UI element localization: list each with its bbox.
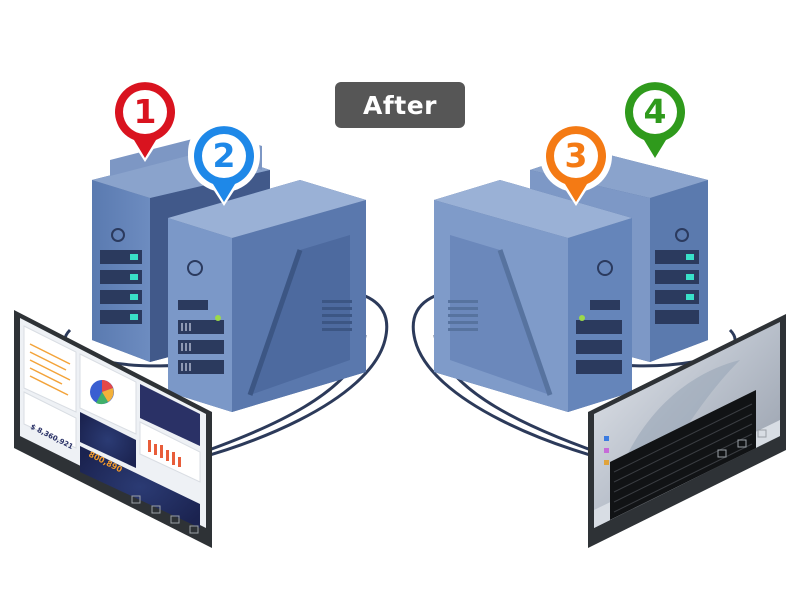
marker-pin-1 [109, 72, 181, 162]
left-monitor [14, 310, 212, 548]
marker-label-1: 1 [133, 91, 157, 131]
server-2 [168, 180, 366, 412]
marker-label-4: 4 [643, 91, 667, 131]
right-monitor [588, 314, 786, 548]
marker-label-2: 2 [212, 135, 236, 175]
marker-pin-2 [188, 116, 260, 206]
marker-pin-3 [540, 116, 612, 206]
virtual-keyboard [610, 390, 756, 520]
server-3 [434, 180, 632, 412]
title-badge: After [335, 82, 465, 128]
marker-label-3: 3 [564, 135, 588, 175]
marker-pin-4 [619, 72, 691, 162]
